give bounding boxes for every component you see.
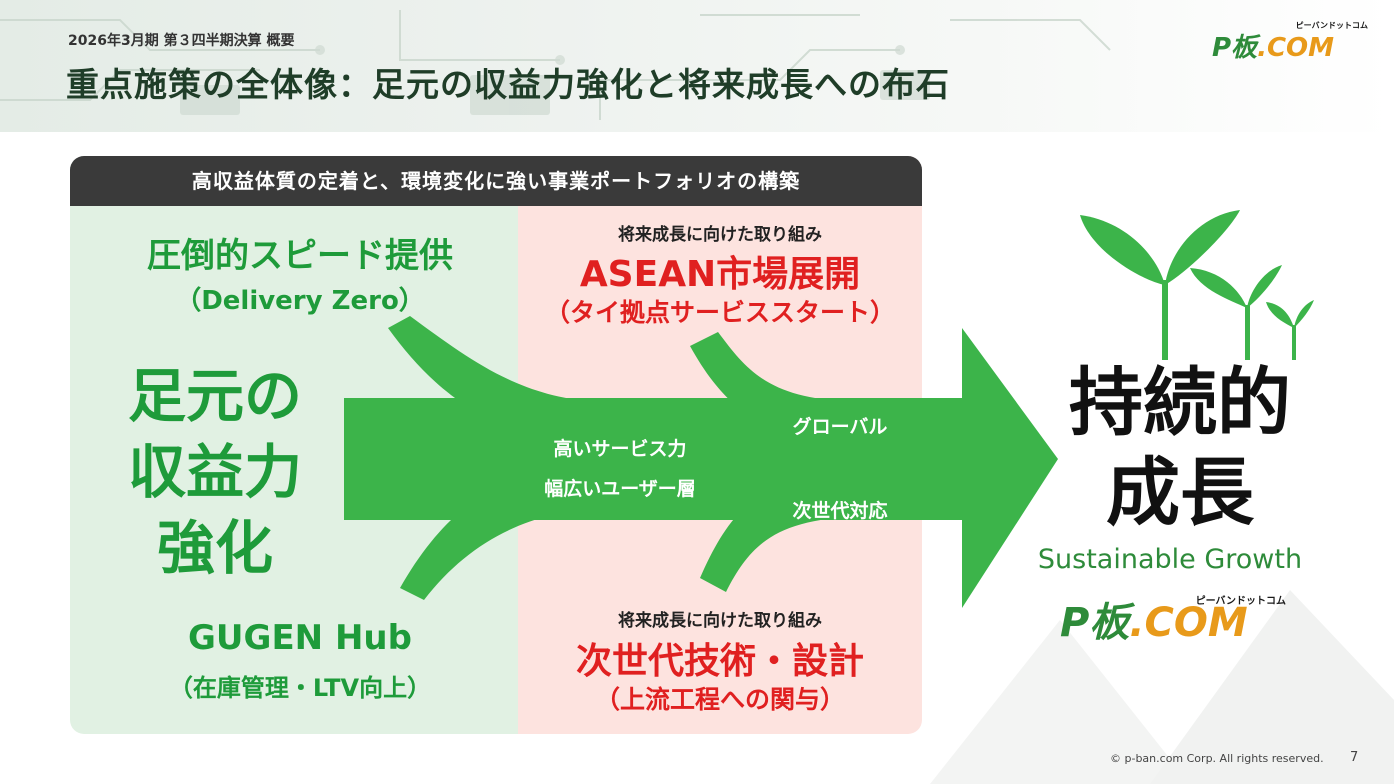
logo-ruby: ピーバンドットコム: [1295, 21, 1368, 30]
next-gen-title: 次世代技術・設計: [575, 641, 864, 682]
logo-dotcom-large: .COM: [1129, 600, 1248, 646]
speed-subtitle: （Delivery Zero）: [175, 286, 425, 316]
company-logo: ピーバンドットコム P板.COM: [1212, 18, 1372, 64]
asean-subtitle: （タイ拠点サービススタート）: [544, 298, 895, 327]
copyright-notice: © p-ban.com Corp. All rights reserved.: [1110, 752, 1324, 765]
asean-caption: 将来成長に向けた取り組み: [618, 225, 822, 245]
strategy-banner: 高収益体質の定着と、環境変化に強い事業ポートフォリオの構築: [70, 156, 922, 206]
arrow-label-global: グローバル: [792, 416, 888, 438]
circuit-board-decoration: [0, 10, 1111, 120]
company-logo-large: ピーバンドットコム P板.COM: [1060, 590, 1300, 648]
gugen-hub-title: GUGEN Hub: [188, 618, 412, 658]
core-strength-heading: 足元の収益力強化: [127, 362, 302, 582]
next-gen-caption: 将来成長に向けた取り組み: [618, 611, 822, 631]
logo-wordmark: P板.COM: [1212, 27, 1334, 64]
speed-title: 圧倒的スピード提供: [147, 236, 453, 276]
goal-heading: 持続的成長: [1069, 360, 1291, 536]
next-gen-subtitle: （上流工程への関与）: [594, 685, 845, 714]
arrow-main-shaft: [344, 398, 974, 520]
sprout-icon: [1080, 210, 1314, 360]
logo-mark-large: P板: [1060, 600, 1130, 646]
arrow-head: [962, 328, 1058, 608]
asean-title: ASEAN市場展開: [579, 254, 861, 295]
page-number: 7: [1350, 750, 1359, 765]
logo-mark: P板: [1212, 33, 1258, 63]
report-subtitle: 2026年3月期 第３四半期決算 概要: [68, 33, 295, 49]
gugen-hub-subtitle: （在庫管理・LTV向上）: [168, 674, 432, 702]
logo-dotcom: .COM: [1257, 33, 1334, 63]
logo-ruby-large: ピーバンドットコム: [1195, 596, 1286, 607]
goal-english: Sustainable Growth: [1037, 544, 1303, 575]
arrow-label-service: 高いサービス力: [553, 438, 687, 460]
arrow-label-users: 幅広いユーザー層: [544, 478, 696, 500]
page-title: 重点施策の全体像：足元の収益力強化と将来成長への布石: [66, 65, 950, 104]
logo-wordmark-large: P板.COM: [1060, 590, 1248, 648]
header-background: [0, 0, 1394, 132]
arrow-label-next-gen: 次世代対応: [792, 500, 888, 522]
